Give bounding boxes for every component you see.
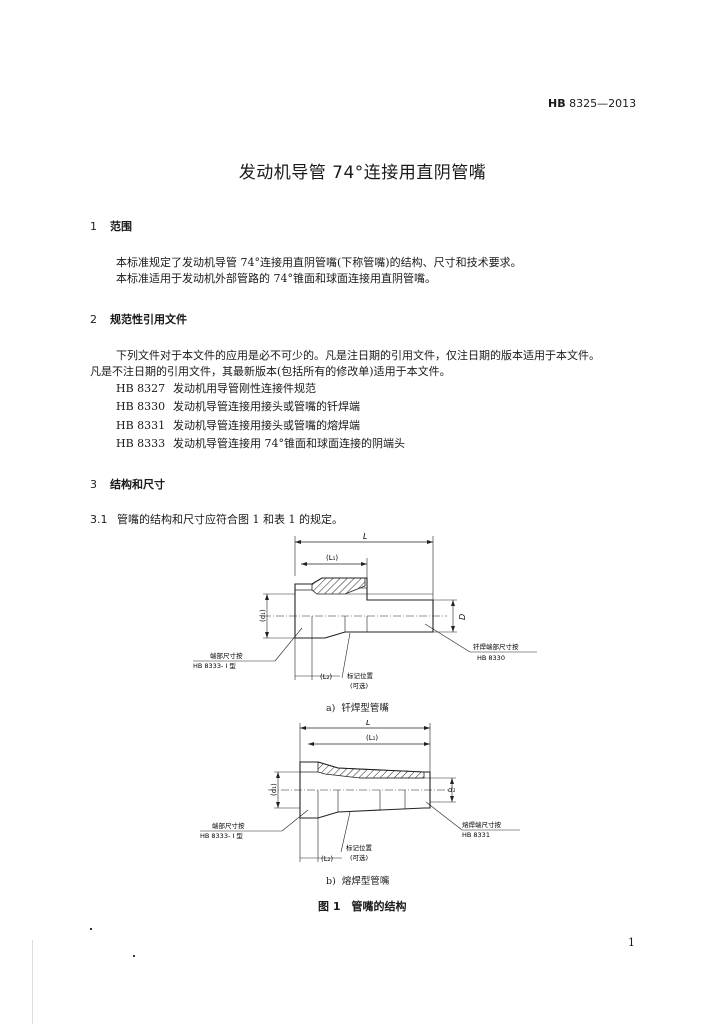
note-mark-line-1-b: 标记位置 (346, 843, 373, 852)
figure-title: 图 1 管嘴的结构 (318, 900, 407, 913)
section-2-para-line-2: 凡是不注日期的引用文件，其最新版本(包括所有的修改单)适用于本文件。 (90, 365, 451, 378)
dim-label-L-b: L (366, 720, 370, 727)
note-left-line-1-b: 端部尺寸按 (212, 821, 245, 830)
note-mark-line-2-b: (可选) (350, 853, 368, 862)
figure-a-drawing: L (L₁) (d₁) D (L₂) 端部尺寸按 HB 8333- I 型 钎焊… (193, 532, 537, 690)
page-number: 1 (628, 936, 635, 949)
note-right-line-2: HB 8330 (477, 654, 505, 662)
scan-edge-line (32, 940, 33, 1024)
note-right-line-1: 钎焊端部尺寸按 (473, 642, 519, 651)
dim-label-L1: (L₁) (326, 554, 338, 562)
page-title: 发动机导管 74°连接用直阴管嘴 (238, 163, 487, 183)
dim-label-L2: (L₂) (320, 673, 332, 681)
dim-label-d1-b: (d₁) (270, 783, 278, 796)
dim-label-L: L (363, 532, 367, 541)
figure-b-drawing: L (L₁) (d₁) d₁ (L₂) 端部尺寸按 HB 8333- I 型 熔… (200, 720, 520, 863)
standard-number: HB 8325—2013 (548, 97, 637, 110)
section-2-para-line-1: 下列文件对于本文件的应用是必不可少的。凡是注日期的引用文件，仅注日期的版本适用于… (116, 349, 600, 362)
note-left-line-2-b: HB 8333- I 型 (200, 831, 243, 840)
note-right-line-1-b: 熔焊端尺寸按 (462, 820, 502, 829)
note-mark-line-2: (可选) (350, 681, 368, 690)
dim-label-L2-b: (L₂) (321, 855, 333, 863)
figure-b-caption: b) 熔焊型管嘴 (326, 876, 390, 887)
note-left-line-1: 端部尺寸按 (210, 651, 243, 660)
dim-label-L1-b: (L₁) (366, 734, 378, 742)
scan-dot (133, 955, 135, 957)
section-1-para-1: 本标准规定了发动机导管 74°连接用直阴管嘴(下称管嘴)的结构、尺寸和技术要求。 (116, 256, 522, 269)
scan-dot (90, 928, 92, 930)
dim-label-d1: (d₁) (259, 609, 267, 622)
figure-a-caption: a) 钎焊型管嘴 (326, 703, 389, 714)
dim-label-D: D (458, 614, 467, 620)
section-1-para-2: 本标准适用于发动机外部管路的 74°锥面和球面连接用直阴管嘴。 (116, 272, 436, 285)
note-left-line-2: HB 8333- I 型 (193, 661, 236, 670)
note-mark-line-1: 标记位置 (347, 671, 374, 680)
dim-label-d-b: d₁ (448, 786, 455, 794)
note-right-line-2-b: HB 8331 (462, 831, 490, 839)
